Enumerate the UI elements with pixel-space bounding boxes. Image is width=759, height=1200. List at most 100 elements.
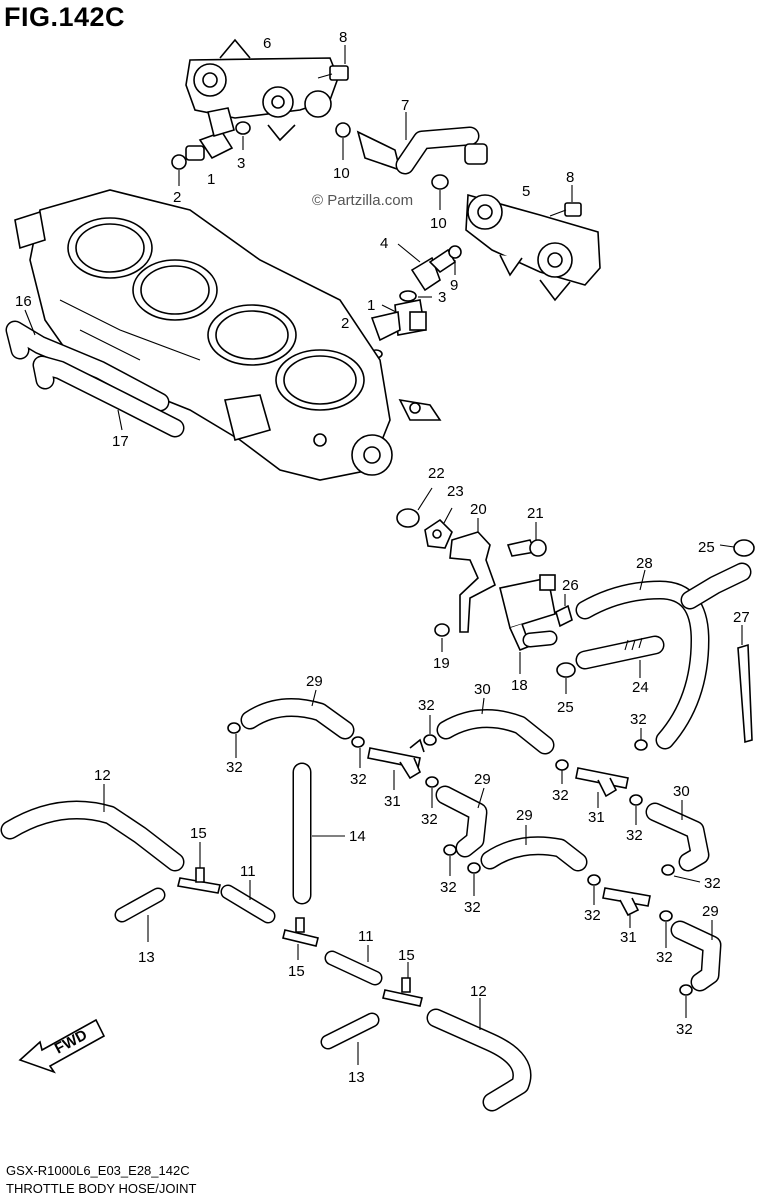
clamp-25-bottom bbox=[556, 662, 576, 694]
callout-29-top: 29 bbox=[306, 673, 323, 690]
cable-tie-27 bbox=[737, 625, 753, 744]
callout-6: 6 bbox=[263, 35, 271, 52]
injector-1-mid bbox=[370, 299, 427, 342]
callout-29-mid-b: 29 bbox=[516, 807, 533, 824]
callout-32-g: 32 bbox=[626, 827, 643, 844]
o-ring-10-a bbox=[335, 122, 351, 160]
callout-5: 5 bbox=[522, 183, 530, 200]
callout-labels: 6 8 7 3 1 2 10 10 5 8 4 9 3 1 2 16 17 22… bbox=[15, 29, 750, 1086]
callout-15-a: 15 bbox=[190, 825, 207, 842]
o-ring-3-mid bbox=[399, 290, 432, 302]
callout-16: 16 bbox=[15, 293, 32, 310]
hose-30-right bbox=[645, 800, 710, 872]
callout-2-mid: 2 bbox=[341, 315, 349, 332]
callout-32-l: 32 bbox=[656, 949, 673, 966]
callout-32-j: 32 bbox=[704, 875, 721, 892]
callout-27: 27 bbox=[733, 609, 750, 626]
fuel-rail-6 bbox=[185, 38, 339, 142]
callout-11-a: 11 bbox=[240, 863, 256, 880]
callout-17: 17 bbox=[112, 433, 129, 450]
bracket-20 bbox=[449, 518, 496, 633]
hose-30-top bbox=[436, 697, 555, 755]
callout-7: 7 bbox=[401, 97, 409, 114]
hose-13-b bbox=[320, 1012, 380, 1065]
clamps-32 bbox=[227, 715, 701, 1018]
callout-15-c: 15 bbox=[398, 947, 415, 964]
callout-32-f: 32 bbox=[421, 811, 438, 828]
callout-12-bottom: 12 bbox=[470, 983, 487, 1000]
callout-31-a: 31 bbox=[384, 793, 401, 810]
callout-32-k: 32 bbox=[584, 907, 601, 924]
callout-3-mid: 3 bbox=[438, 289, 446, 306]
callout-13-a: 13 bbox=[138, 949, 155, 966]
o-ring-9 bbox=[448, 245, 462, 275]
clamp-25-top bbox=[719, 539, 755, 557]
hose-29-right-bottom bbox=[670, 920, 722, 992]
callout-25-top: 25 bbox=[698, 539, 715, 556]
figure-title: FIG.142C bbox=[4, 2, 126, 32]
callout-18: 18 bbox=[511, 677, 528, 694]
tee-15-b bbox=[282, 917, 319, 960]
callout-2-top: 2 bbox=[173, 189, 181, 206]
hose-14 bbox=[292, 762, 345, 905]
fuel-rail-5 bbox=[465, 193, 601, 302]
callout-23: 23 bbox=[447, 483, 464, 500]
joint-31-a bbox=[367, 738, 425, 790]
callout-31-c: 31 bbox=[620, 929, 637, 946]
hose-24 bbox=[575, 635, 665, 678]
hose-13-a bbox=[114, 887, 166, 942]
callout-10-a: 10 bbox=[333, 165, 350, 182]
bolt-8-right bbox=[549, 185, 582, 217]
callout-11-b: 11 bbox=[358, 928, 374, 945]
injector-1-top bbox=[185, 107, 235, 161]
callout-32-d: 32 bbox=[350, 771, 367, 788]
joint-31-c bbox=[602, 887, 651, 928]
callout-12-top: 12 bbox=[94, 767, 111, 784]
callout-32-m: 32 bbox=[676, 1021, 693, 1038]
callout-21: 21 bbox=[527, 505, 544, 522]
o-ring-3-top bbox=[235, 121, 251, 150]
callout-19: 19 bbox=[433, 655, 450, 672]
clamp-26 bbox=[555, 594, 573, 628]
hose-11-b bbox=[324, 945, 383, 986]
callout-3-top: 3 bbox=[237, 155, 245, 172]
callout-32-i: 32 bbox=[464, 899, 481, 916]
fwd-arrow-icon bbox=[18, 1018, 106, 1074]
solenoid-valve-18 bbox=[499, 574, 558, 674]
callout-28: 28 bbox=[636, 555, 653, 572]
callout-14: 14 bbox=[349, 828, 366, 845]
callout-29-mid-a: 29 bbox=[474, 771, 491, 788]
callout-32-c: 32 bbox=[226, 759, 243, 776]
callout-15-b: 15 bbox=[288, 963, 305, 980]
callout-30-right: 30 bbox=[673, 783, 690, 800]
bolt-21 bbox=[506, 522, 547, 557]
throttle-body-assembly bbox=[14, 189, 442, 481]
joint-31-b bbox=[575, 767, 629, 808]
hose-29-mid-b bbox=[480, 825, 588, 872]
hose-29-mid-a bbox=[435, 785, 488, 858]
callout-32-a: 32 bbox=[418, 697, 435, 714]
callout-8-right: 8 bbox=[566, 169, 574, 186]
callout-26: 26 bbox=[562, 577, 579, 594]
cushion-23 bbox=[424, 507, 453, 549]
callout-20: 20 bbox=[470, 501, 487, 518]
tee-15-c bbox=[382, 962, 423, 1007]
callout-1-mid: 1 bbox=[367, 297, 375, 314]
hose-12-top bbox=[0, 784, 185, 872]
callout-9: 9 bbox=[450, 277, 458, 294]
elbow-joint-4 bbox=[397, 243, 457, 292]
o-ring-10-b bbox=[431, 174, 449, 210]
callout-32-b: 32 bbox=[630, 711, 647, 728]
callout-32-h: 32 bbox=[440, 879, 457, 896]
cap-22 bbox=[396, 487, 433, 528]
callout-31-b: 31 bbox=[588, 809, 605, 826]
hose-12-bottom bbox=[426, 998, 532, 1112]
callout-24: 24 bbox=[632, 679, 649, 696]
hose-upper-right bbox=[680, 562, 752, 610]
callout-29-right: 29 bbox=[702, 903, 719, 920]
grommet-19 bbox=[434, 623, 450, 652]
bolt-8-top bbox=[317, 45, 349, 81]
hose-11-a bbox=[220, 880, 276, 924]
